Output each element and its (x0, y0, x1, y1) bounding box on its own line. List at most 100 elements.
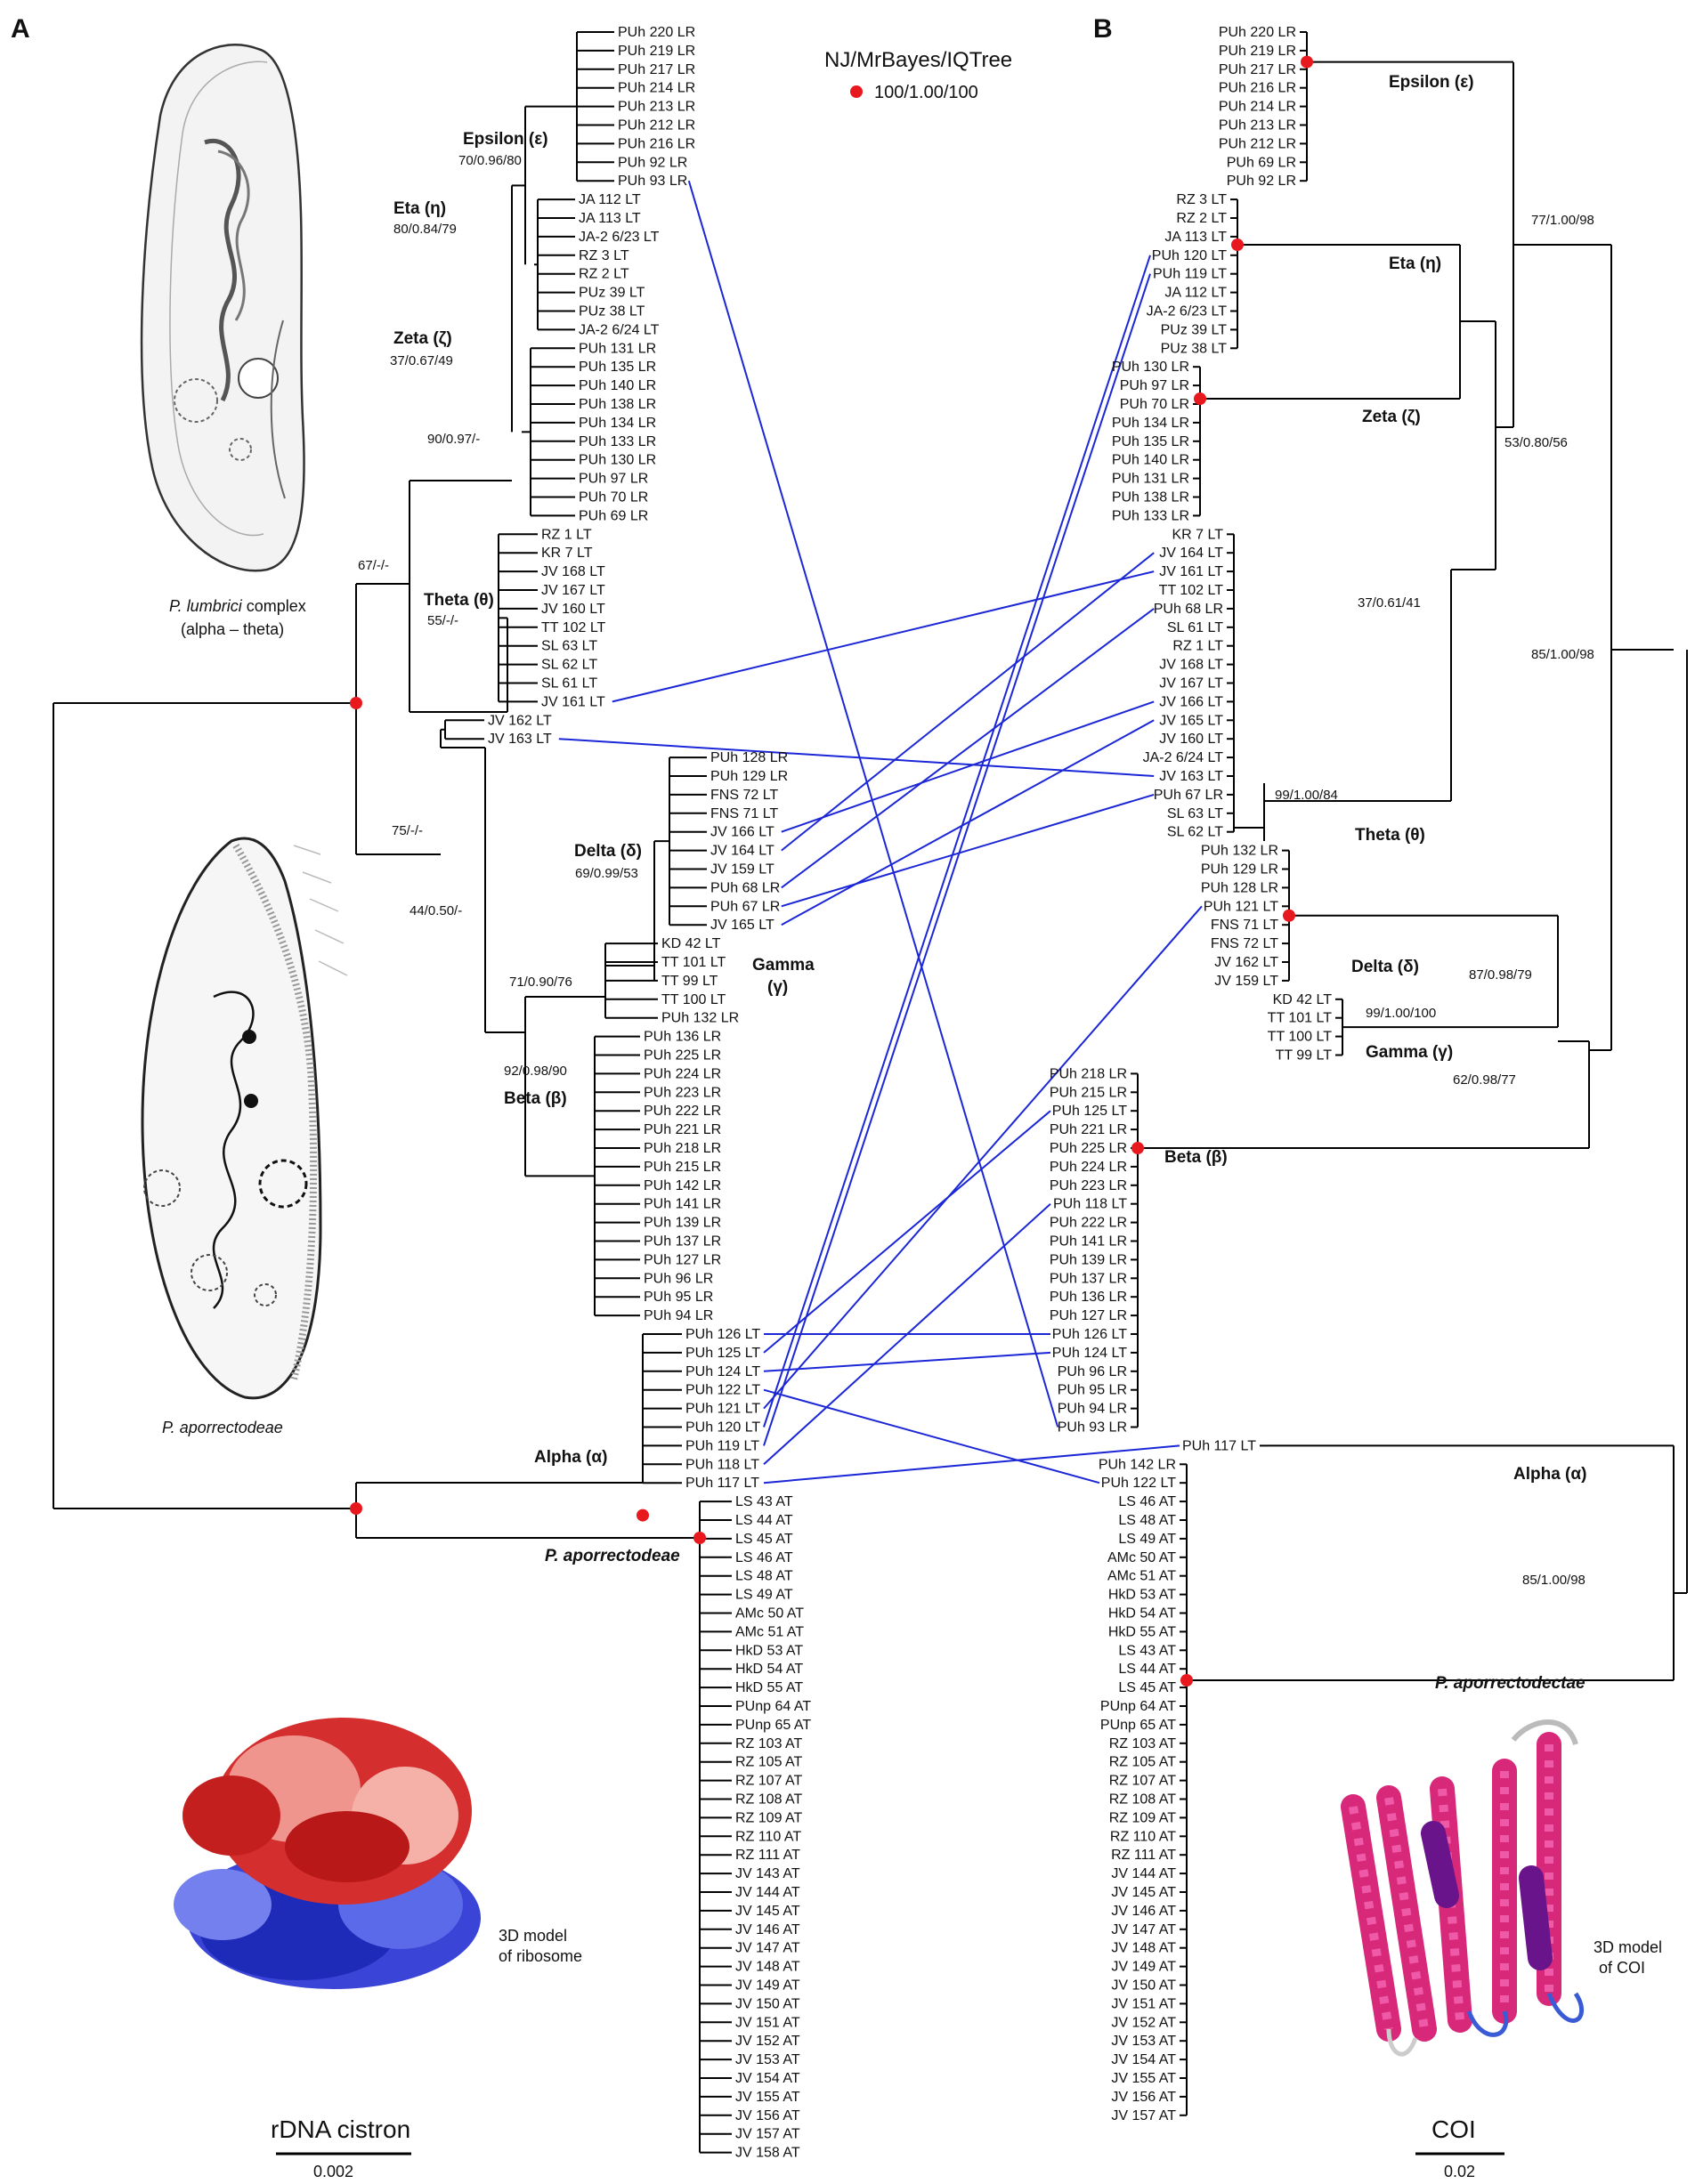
aporrectodeae-caption: P. aporrectodeae (162, 1419, 283, 1436)
tip-label: KR 7 LT (1172, 527, 1224, 542)
tip-label: FNS 71 LT (710, 806, 778, 821)
support-theta-r: 99/1.00/84 (1275, 788, 1338, 803)
tip-label: PUz 38 LT (1161, 341, 1228, 356)
tip-label: RZ 109 AT (1109, 1810, 1177, 1825)
tip-label: PUh 93 LR (618, 174, 687, 189)
tip-label: PUh 133 LR (579, 434, 656, 449)
tip-label: LS 49 AT (1118, 1532, 1176, 1547)
tip-label: RZ 108 AT (735, 1792, 803, 1808)
tip-label: FNS 72 LT (1211, 936, 1278, 951)
tip-label: RZ 103 AT (1109, 1736, 1177, 1751)
support-eta: 80/0.84/79 (393, 222, 457, 237)
tip-label: PUh 117 LT (1182, 1438, 1256, 1453)
support-epsilon: 70/0.96/80 (458, 153, 522, 168)
tip-label: JA 113 LT (579, 211, 641, 226)
clade-label-zeta: Zeta (ζ) (393, 329, 452, 348)
tip-label: PUz 38 LT (579, 304, 645, 320)
tip-label: JV 146 AT (735, 1922, 800, 1937)
tip-label: PUh 69 LR (1227, 155, 1296, 170)
tip-label: JV 161 LT (1159, 564, 1223, 579)
tip-label: PUh 140 LR (1112, 453, 1189, 468)
link-line (612, 570, 1155, 703)
tip-label: PUh 126 LT (1052, 1327, 1127, 1342)
lumbrici-caption: P. lumbrici complex (169, 597, 306, 615)
link-line (558, 738, 1155, 777)
tip-label: RZ 2 LT (579, 267, 629, 282)
clade-label-theta: Theta (θ) (424, 591, 494, 610)
tip-label: PUh 125 LT (1052, 1104, 1127, 1119)
tip-label: SL 63 LT (1167, 806, 1223, 821)
tip-label: SL 61 LT (1167, 620, 1223, 635)
node-support-dot (1194, 392, 1206, 405)
tip-label: PUh 95 LR (644, 1290, 713, 1305)
tanglegram-links (558, 180, 1203, 1484)
tip-label: PUh 95 LR (1058, 1383, 1127, 1398)
link-line (763, 255, 1151, 1428)
tip-label: PUh 215 LR (644, 1160, 721, 1175)
clade-label-beta-r: Beta (β) (1164, 1148, 1228, 1167)
tip-label: LS 44 AT (735, 1513, 793, 1528)
tip-label: JV 160 LT (1159, 732, 1223, 747)
tip-label: PUh 217 LR (1219, 62, 1296, 77)
tip-label: PUz 39 LT (579, 286, 645, 301)
tip-label: PUh 220 LR (618, 25, 695, 40)
link-line (687, 180, 1059, 1428)
tip-label: PUh 135 LR (579, 360, 656, 375)
ciliate-lumbrici-illustration (140, 44, 305, 572)
tip-label: JV 152 AT (1111, 2015, 1176, 2030)
support-beta: 92/0.98/90 (504, 1064, 567, 1079)
tip-label: LS 48 AT (735, 1569, 793, 1584)
link-line (781, 793, 1155, 908)
tip-label: PUh 119 LT (1153, 267, 1227, 282)
tip-label: LS 43 AT (1118, 1643, 1176, 1658)
tip-label: PUh 129 LR (710, 769, 788, 784)
left-tree (53, 31, 732, 2154)
tip-label: PUh 128 LR (710, 750, 788, 765)
tip-label: PUh 142 LR (644, 1178, 721, 1193)
tip-label: PUh 221 LR (1050, 1122, 1127, 1137)
tip-label: PUh 137 LR (644, 1234, 721, 1250)
tip-label: PUz 39 LT (1161, 322, 1228, 337)
tip-label: PUh 122 LT (1101, 1476, 1176, 1491)
tip-label: TT 99 LT (1276, 1048, 1333, 1064)
support-n71: 71/0.90/76 (509, 975, 572, 990)
tip-label: JV 143 AT (735, 1866, 800, 1881)
tip-label: PUh 122 LT (685, 1383, 760, 1398)
tip-label: PUh 222 LR (1050, 1216, 1127, 1231)
tip-label: JV 154 AT (1111, 2052, 1176, 2067)
tip-label: LS 49 AT (735, 1588, 793, 1603)
tip-label: JA-2 6/23 LT (1147, 304, 1228, 320)
panel-a-label: A (11, 14, 30, 44)
tip-label: PUh 136 LR (644, 1030, 721, 1045)
tip-label: JV 167 LT (1159, 676, 1223, 692)
tip-label: PUh 127 LR (644, 1252, 721, 1267)
tip-label: PUh 121 LT (1204, 899, 1278, 914)
tip-label: FNS 72 LT (710, 788, 778, 803)
tip-label: JV 162 LT (1214, 955, 1278, 970)
tip-label: JV 144 AT (1111, 1866, 1176, 1881)
clade-label-alpha: Alpha (α) (534, 1448, 607, 1467)
left-scale-value: 0.002 (313, 2163, 353, 2180)
tip-label: JV 162 LT (488, 713, 552, 728)
tip-label: JV 151 AT (1111, 1996, 1176, 2011)
tip-label: PUh 218 LR (1050, 1066, 1127, 1081)
tip-label: JV 159 LT (710, 862, 775, 878)
legend-title: NJ/MrBayes/IQTree (824, 48, 1012, 72)
tip-label: PUh 134 LR (579, 416, 656, 431)
tip-label: PUh 217 LR (618, 62, 695, 77)
link-line (781, 608, 1155, 889)
lumbrici-range: (alpha – theta) (181, 620, 284, 638)
tip-label: PUh 132 LR (661, 1011, 739, 1026)
tip-label: RZ 3 LT (1176, 192, 1227, 207)
tip-label: KD 42 LT (1273, 992, 1333, 1007)
tip-label: RZ 1 LT (1172, 639, 1223, 654)
tip-label: TT 102 LT (541, 620, 606, 635)
tip-label: JV 168 LT (1159, 658, 1223, 673)
tip-label: PUh 120 LT (685, 1420, 760, 1436)
tip-label: PUh 219 LR (1219, 44, 1296, 59)
tip-label: JV 155 AT (735, 2090, 800, 2105)
tip-label: JV 166 LT (1159, 694, 1223, 709)
tip-label: PUh 94 LR (644, 1308, 713, 1323)
tip-label: JV 161 LT (541, 694, 605, 709)
tip-label: PUh 137 LR (1050, 1271, 1127, 1286)
